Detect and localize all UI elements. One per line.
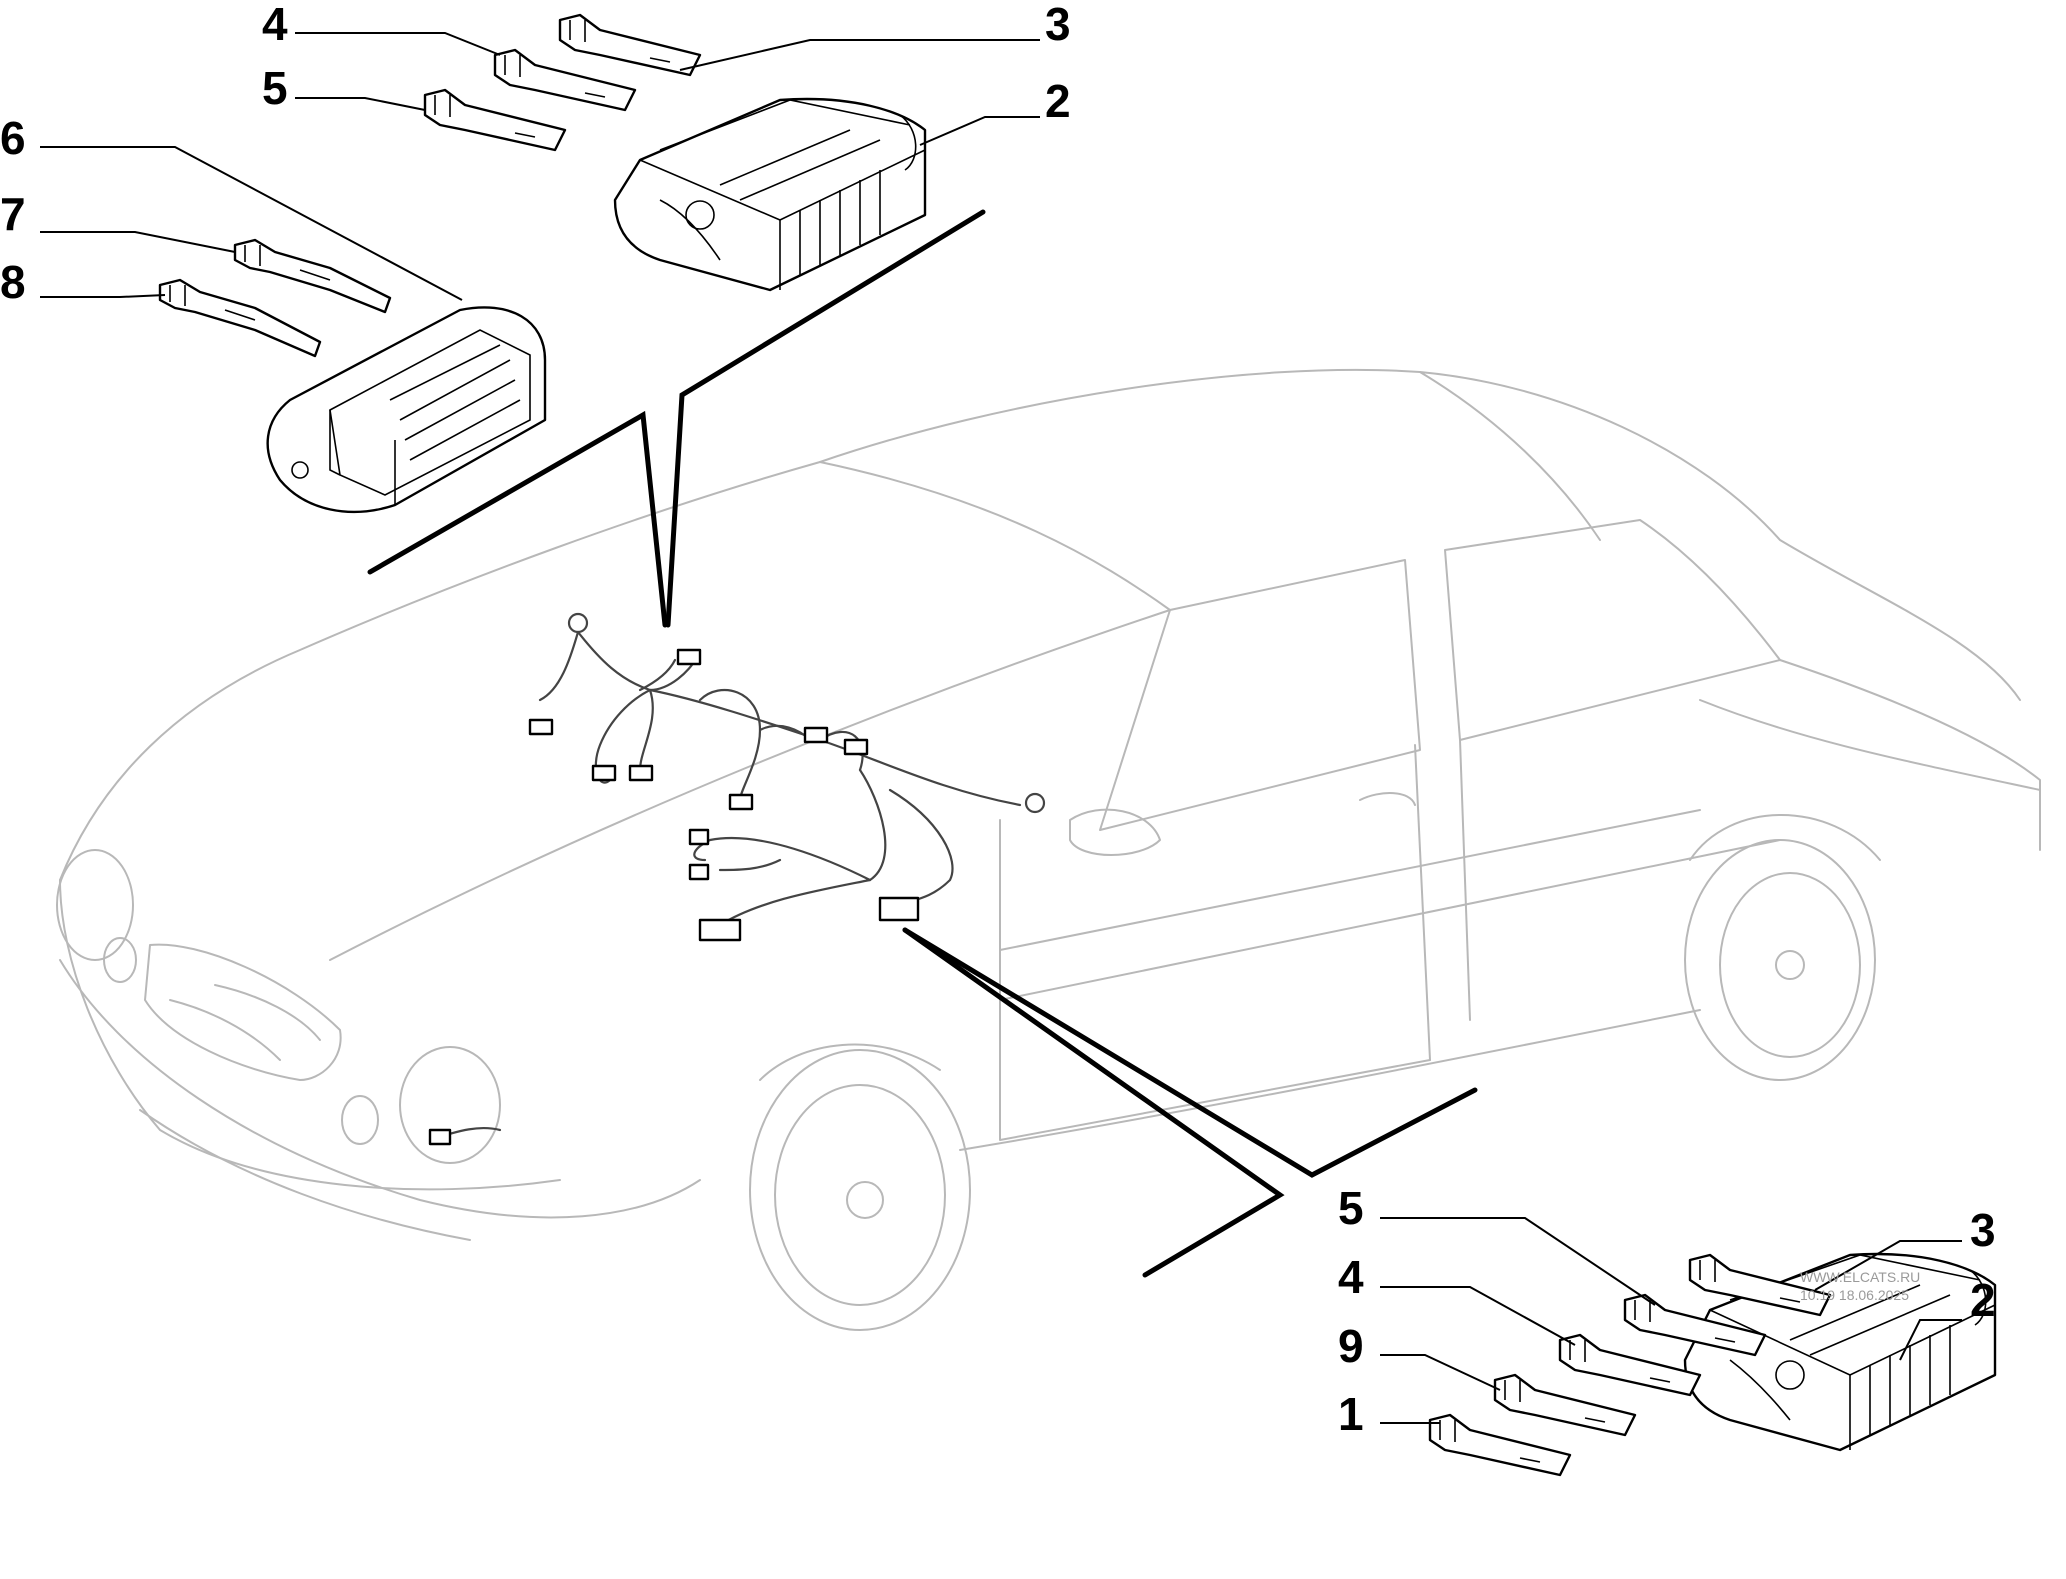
watermark-site: WWW.ELCATS.RU xyxy=(1800,1269,1920,1285)
terminal-7 xyxy=(233,238,392,314)
connector-plug xyxy=(688,863,710,881)
connector-plug xyxy=(528,718,554,736)
callout-3-top: 3 xyxy=(1045,0,1071,50)
callout-3-bottom: 3 xyxy=(1970,1204,1996,1256)
connector-plug xyxy=(591,764,617,782)
terminal-3-bottom xyxy=(1688,1253,1832,1317)
terminal-5-top xyxy=(423,88,567,152)
callout-numbers: 4 5 3 2 6 7 8 5 4 9 1 3 2 xyxy=(0,0,1996,1440)
ecu-connector-left xyxy=(266,306,547,514)
callout-5-bottom: 5 xyxy=(1338,1182,1364,1234)
terminal-1 xyxy=(1428,1413,1572,1477)
callout-2-top: 2 xyxy=(1045,75,1071,127)
watermark-date: 10.19 18.06.2025 xyxy=(1800,1287,1909,1303)
callout-5-top: 5 xyxy=(262,62,288,114)
callout-4-bottom: 4 xyxy=(1338,1251,1364,1303)
callout-4-top: 4 xyxy=(262,0,288,50)
terminal-3-top xyxy=(558,13,702,77)
connector-plug xyxy=(843,738,869,756)
callout-7: 7 xyxy=(0,188,26,240)
leader-lines xyxy=(40,32,1962,1424)
connector-plug xyxy=(803,726,829,744)
engine-wiring-harness xyxy=(428,612,1046,1146)
watermark: WWW.ELCATS.RU 10.19 18.06.2025 xyxy=(1800,1269,1920,1303)
terminal-4-top xyxy=(493,48,637,112)
terminal-9 xyxy=(1493,1373,1637,1437)
connector-plug xyxy=(628,764,654,782)
callout-8: 8 xyxy=(0,256,26,308)
connector-plug xyxy=(688,828,710,846)
callout-2-bottom: 2 xyxy=(1970,1274,1996,1326)
connector-plug xyxy=(676,648,702,666)
callout-6: 6 xyxy=(0,112,26,164)
callout-9: 9 xyxy=(1338,1320,1364,1372)
terminal-4-bottom xyxy=(1558,1333,1702,1397)
connector-plug xyxy=(428,1128,452,1146)
connector-plug xyxy=(728,793,754,811)
ecu-connector-top xyxy=(613,97,927,292)
callout-1: 1 xyxy=(1338,1388,1364,1440)
connector-block xyxy=(698,918,742,942)
car-outline xyxy=(56,368,2041,1331)
detail-pointer-lines xyxy=(367,209,1478,1278)
ecu-connector-location xyxy=(878,896,920,922)
terminal-8 xyxy=(158,278,322,358)
terminal-5-bottom xyxy=(1623,1293,1767,1357)
